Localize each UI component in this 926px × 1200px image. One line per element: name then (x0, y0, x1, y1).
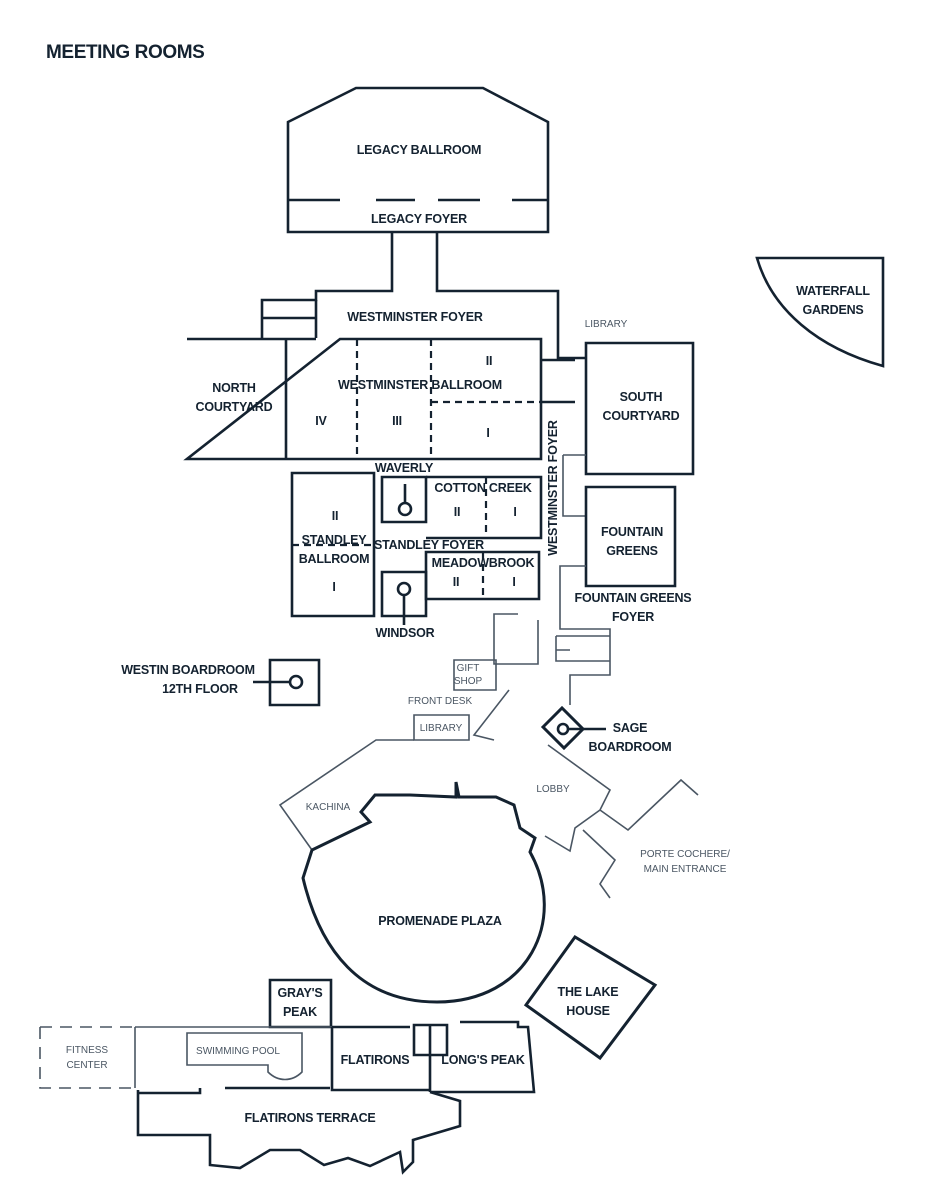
fitness-pool-area (39, 1026, 332, 1089)
label-waverly: WAVERLY (375, 461, 434, 475)
label-flatirons: FLATIRONS (341, 1053, 410, 1067)
label-fitness-center: FITNESS (66, 1045, 109, 1056)
page-title: MEETING ROOMS (46, 42, 204, 63)
label-standley-ii: II (332, 509, 339, 523)
label-fountain-greens: FOUNTAIN (601, 525, 663, 539)
flatirons-area (136, 1020, 536, 1175)
the-lake-house-room[interactable] (523, 935, 658, 1061)
label-gift-shop-2: SHOP (454, 676, 483, 687)
standley-area (290, 471, 543, 625)
label-standley-i: I (332, 580, 335, 594)
label-porte-cochere: PORTE COCHERE/ (640, 849, 730, 860)
label-westin-boardroom-2: 12TH FLOOR (162, 682, 238, 696)
label-front-desk: FRONT DESK (408, 696, 473, 707)
label-north-courtyard-2: COURTYARD (196, 400, 273, 414)
label-waterfall-gardens: WATERFALL (796, 284, 870, 298)
label-grays-peak-2: PEAK (283, 1005, 317, 1019)
label-north-courtyard: NORTH (212, 381, 256, 395)
label-westin-boardroom: WESTIN BOARDROOM (121, 663, 255, 677)
westminster-ballroom-area (183, 337, 543, 461)
label-gift-shop: GIFT (457, 663, 480, 674)
label-longs-peak: LONG'S PEAK (441, 1053, 525, 1067)
label-lobby: LOBBY (536, 784, 570, 795)
label-kachina: KACHINA (306, 802, 351, 813)
label-fountain-greens-foyer: FOUNTAIN GREENS (575, 591, 692, 605)
label-promenade-plaza: PROMENADE PLAZA (378, 914, 502, 928)
label-sage-boardroom-2: BOARDROOM (589, 740, 672, 754)
fountain-greens-stairs (555, 635, 610, 662)
label-standley-ballroom: STANDLEY (302, 533, 368, 547)
promenade-plaza-room[interactable] (301, 781, 546, 1004)
label-westminster-foyer: WESTMINSTER FOYER (347, 310, 483, 324)
label-waterfall-gardens-2: GARDENS (802, 303, 863, 317)
service-corridor (562, 454, 586, 517)
label-the-lake-house: THE LAKE (558, 985, 619, 999)
label-section-iv: IV (315, 414, 327, 428)
fountain-greens-room[interactable] (584, 485, 677, 588)
label-windsor: WINDSOR (375, 626, 434, 640)
label-sage-boardroom: SAGE (613, 721, 648, 735)
label-westminster-ballroom: WESTMINSTER BALLROOM (338, 378, 502, 392)
label-section-iii: III (392, 414, 402, 428)
legacy-ballroom-area (260, 86, 586, 360)
label-main-entrance: MAIN ENTRANCE (644, 864, 727, 875)
label-section-i: I (486, 426, 489, 440)
label-the-lake-house-2: HOUSE (566, 1004, 609, 1018)
label-standley-foyer: STANDLEY FOYER (374, 538, 484, 552)
label-grays-peak: GRAY'S (277, 986, 322, 1000)
label-fountain-greens-foyer-2: FOYER (612, 610, 654, 624)
label-south-courtyard: SOUTH (620, 390, 663, 404)
label-cotton-creek: COTTON CREEK (434, 481, 532, 495)
label-legacy-ballroom: LEGACY BALLROOM (357, 143, 482, 157)
label-westminster-foyer-vertical: WESTMINSTER FOYER (546, 420, 560, 556)
south-courtyard-room[interactable] (584, 341, 695, 476)
label-south-courtyard-2: COURTYARD (603, 409, 680, 423)
label-library-top: LIBRARY (585, 319, 628, 330)
label-flatirons-terrace: FLATIRONS TERRACE (244, 1111, 375, 1125)
sage-boardroom-room[interactable] (540, 705, 606, 751)
west-corridor-walls (541, 358, 575, 404)
label-fitness-center-2: CENTER (66, 1060, 107, 1071)
label-cotton-i: I (513, 505, 516, 519)
label-cotton-ii: II (454, 505, 461, 519)
fountain-greens-service (559, 565, 611, 690)
label-library-bottom: LIBRARY (420, 723, 463, 734)
front-desk-area (413, 613, 539, 741)
lobby-area (278, 690, 699, 899)
waterfall-gardens-room[interactable] (755, 256, 885, 368)
westin-boardroom-room[interactable] (253, 658, 321, 707)
label-standley-ballroom-2: BALLROOM (299, 552, 370, 566)
label-meadow-ii: II (453, 575, 460, 589)
label-meadowbrook: MEADOWBROOK (432, 556, 535, 570)
label-section-ii: II (486, 354, 493, 368)
label-legacy-foyer: LEGACY FOYER (371, 212, 467, 226)
label-swimming-pool: SWIMMING POOL (196, 1046, 280, 1057)
label-meadow-i: I (512, 575, 515, 589)
label-fountain-greens-2: GREENS (606, 544, 658, 558)
